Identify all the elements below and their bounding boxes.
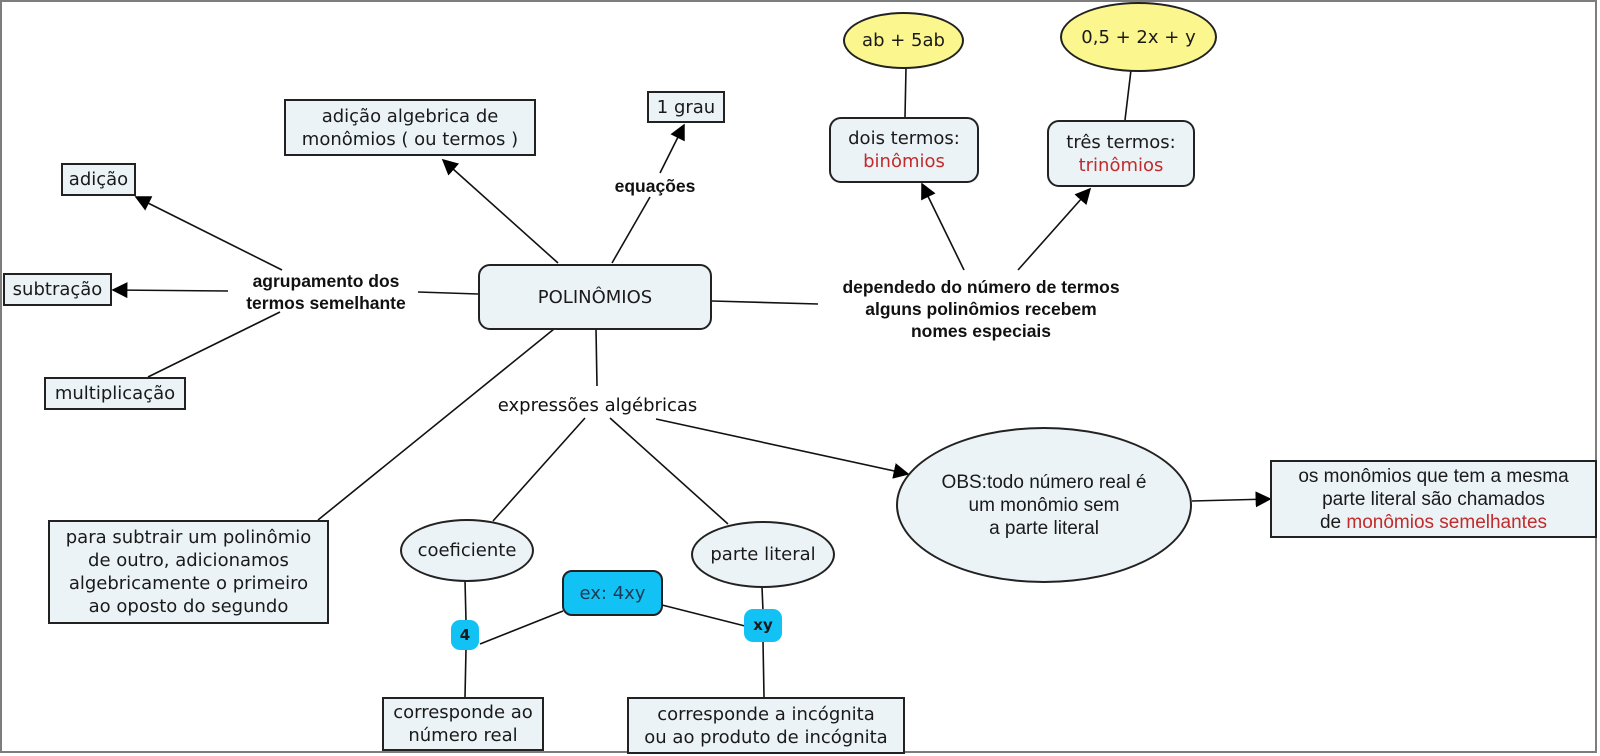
link-central-agrupamento xyxy=(417,291,479,295)
node-label-line: parte literal são chamados xyxy=(1322,488,1545,510)
link-label-equacoes: equações xyxy=(614,176,696,196)
node-label-line: de monômios semelhantes xyxy=(1320,511,1547,534)
link-parte-literal-xy xyxy=(761,586,764,612)
node-label: 4 xyxy=(459,625,471,644)
node-label-line: de outro, adicionamos xyxy=(88,550,289,571)
node-label: xy xyxy=(753,616,773,634)
node-label-line: ou ao produto de incógnita xyxy=(644,726,888,748)
node-label: 1 grau xyxy=(656,96,716,118)
node-label-line: OBS:todo número real é xyxy=(941,471,1147,493)
link-label-line: alguns polinômios recebem xyxy=(865,299,1097,319)
link-label-line: agrupamento dos xyxy=(252,271,400,291)
node-trinomio-example[interactable]: 0,5 + 2x + y xyxy=(1060,2,1217,72)
node-label: ab + 5ab xyxy=(862,30,945,51)
node-label-line: ao oposto do segundo xyxy=(88,596,289,617)
node-binomio-example[interactable]: ab + 5ab xyxy=(843,12,964,69)
arrow-adicao-algebrica xyxy=(441,158,559,264)
node-label: adição xyxy=(68,169,129,190)
link-label-agrupamento: agrupamento dos termos semelhante xyxy=(226,270,426,314)
node-tres-termos[interactable]: três termos: trinômios xyxy=(1047,120,1195,187)
arrow-obs xyxy=(655,418,910,479)
node-label: coeficiente xyxy=(417,540,517,561)
node-numero-real[interactable]: corresponde ao número real xyxy=(382,697,544,751)
node-monomios-semelhantes[interactable]: os monômios que tem a mesma parte litera… xyxy=(1270,460,1597,538)
node-label-line: algebricamente o primeiro xyxy=(68,573,309,594)
node-1-grau[interactable]: 1 grau xyxy=(647,91,725,123)
highlight-trinomios: trinômios xyxy=(1078,154,1164,176)
node-label-line: três termos: xyxy=(1066,131,1176,153)
prefix-text: de xyxy=(1319,511,1347,533)
link-coeficiente-4 xyxy=(464,579,467,622)
link-multiplicacao xyxy=(147,311,281,378)
node-subtrair-polinomio[interactable]: para subtrair um polinômio de outro, adi… xyxy=(48,520,329,624)
node-label-line: um monômio sem xyxy=(968,494,1120,516)
node-label: parte literal xyxy=(710,544,816,565)
node-exemplo-4xy[interactable]: ex: 4xy xyxy=(562,570,663,616)
highlight-monomios-semelhantes: monômios semelhantes xyxy=(1346,511,1548,533)
link-central-equacoes xyxy=(611,196,651,264)
node-label-line: monômios ( ou termos ) xyxy=(301,128,519,150)
arrow-1grau xyxy=(659,123,685,174)
node-label-line: adição algebrica de xyxy=(321,105,499,127)
link-trinomio-example xyxy=(1124,69,1132,121)
central-node-label: POLINÔMIOS xyxy=(537,286,653,308)
node-adicao-algebrica[interactable]: adição algebrica de monômios ( ou termos… xyxy=(284,99,536,156)
node-obs[interactable]: OBS:todo número real é um monômio sem a … xyxy=(896,427,1192,583)
node-label: ex: 4xy xyxy=(579,582,646,604)
link-exemplo-4 xyxy=(479,610,564,645)
node-label: subtração xyxy=(12,279,103,300)
arrow-binomios xyxy=(921,182,965,271)
node-coeficiente[interactable]: coeficiente xyxy=(400,519,534,582)
node-label-line: dois termos: xyxy=(848,128,960,149)
link-expressoes-coeficiente xyxy=(492,417,586,522)
node-parte-literal[interactable]: parte literal xyxy=(691,521,835,588)
node-label-line: para subtrair um polinômio xyxy=(65,527,312,548)
central-node-polinomios[interactable]: POLINÔMIOS xyxy=(478,264,712,330)
link-central-expressoes xyxy=(595,328,598,387)
arrow-adicao xyxy=(134,196,283,271)
node-xy[interactable]: xy xyxy=(744,609,782,642)
highlight-binomios: binômios xyxy=(863,151,945,172)
node-label-line: os monômios que tem a mesma xyxy=(1298,465,1569,487)
link-central-dependendo xyxy=(711,300,819,305)
link-label-line: termos semelhante xyxy=(246,293,406,313)
link-label-expressoes: expressões algébricas xyxy=(497,395,698,416)
arrow-semelhantes xyxy=(1191,491,1272,508)
node-incognita[interactable]: corresponde a incógnita ou ao produto de… xyxy=(627,697,905,754)
node-adicao[interactable]: adição xyxy=(61,163,136,196)
node-label-line: corresponde a incógnita xyxy=(657,703,875,725)
node-label-line: corresponde ao xyxy=(393,702,533,723)
link-label-line: nomes especiais xyxy=(910,321,1052,341)
link-xy-incognita xyxy=(762,640,765,698)
link-expressoes-parte-literal xyxy=(609,417,729,525)
link-label-line: dependedo do número de termos xyxy=(842,277,1120,297)
node-label-line: número real xyxy=(408,725,518,746)
node-multiplicacao[interactable]: multiplicação xyxy=(44,377,186,410)
node-subtracao[interactable]: subtração xyxy=(3,273,112,306)
arrow-subtracao xyxy=(111,282,229,299)
link-binomio-example xyxy=(904,67,907,118)
link-central-subtrair xyxy=(317,328,555,521)
link-exemplo-xy xyxy=(661,604,746,627)
link-4-numero-real xyxy=(464,648,467,698)
node-dois-termos[interactable]: dois termos: binômios xyxy=(829,117,979,183)
node-label-line: a parte literal xyxy=(989,517,1099,539)
link-label-dependendo: dependedo do número de termos alguns pol… xyxy=(812,276,1150,342)
arrow-trinomios xyxy=(1017,187,1092,271)
node-label: multiplicação xyxy=(54,383,176,404)
node-coeficiente-4[interactable]: 4 xyxy=(451,620,479,650)
node-label: 0,5 + 2x + y xyxy=(1081,26,1196,48)
